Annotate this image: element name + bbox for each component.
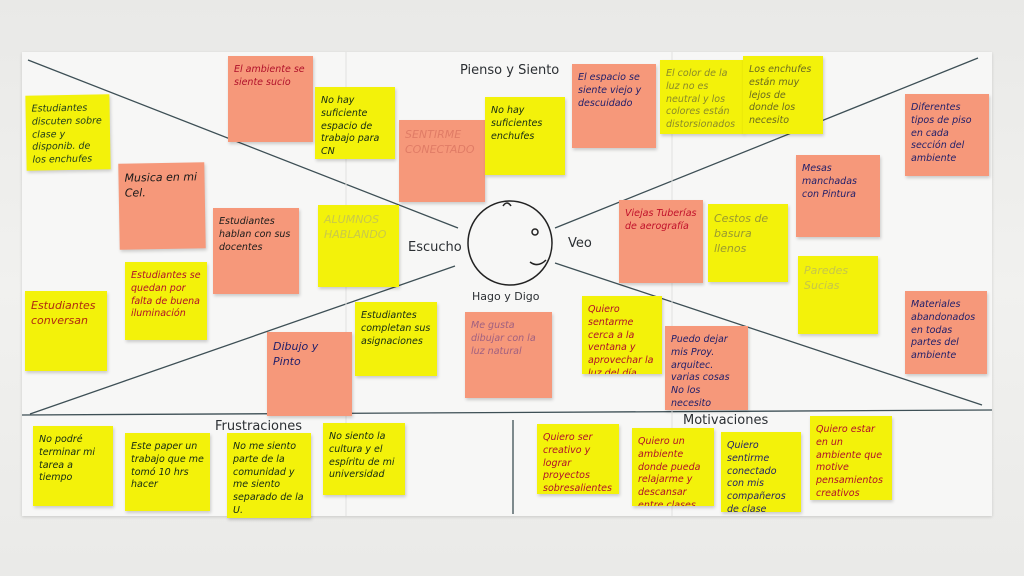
sticky-note: No siento la cultura y el espíritu de mi… <box>323 423 405 495</box>
label-frustrations: Frustraciones <box>215 419 303 434</box>
sticky-note: Estudiantes completan sus asignaciones <box>355 302 437 376</box>
sticky-note: Quiero ser creativo y lograr proyectos s… <box>537 424 619 494</box>
sticky-note: Quiero sentarme cerca a la ventana y apr… <box>582 296 662 374</box>
sticky-note: Puedo dejar mis Proy. arquitec. varias c… <box>665 326 748 410</box>
sticky-note: Estudiantes conversan <box>25 291 107 371</box>
sticky-note: Cestos de basura llenos <box>708 204 788 282</box>
diagonal-top-right <box>554 57 979 229</box>
sticky-note: Estudiantes se quedan por falta de buena… <box>125 262 207 340</box>
sticky-note: El ambiente se siente sucio <box>228 56 313 142</box>
sticky-note: Quiero sentirme conectado con mis compañ… <box>721 432 801 512</box>
sticky-note: El espacio se siente viejo y descuidado <box>572 64 656 148</box>
sticky-note: Estudiantes discuten sobre clase y dispo… <box>25 94 111 171</box>
sticky-note: Materiales abandonados en todas partes d… <box>905 291 987 374</box>
sticky-note: Quiero estar en un ambiente que motive p… <box>810 416 892 500</box>
sticky-note: Diferentes tipos de piso en cada sección… <box>905 94 989 176</box>
label-motivations: Motivaciones <box>683 413 769 428</box>
sticky-note: El color de la luz no es neutral y los c… <box>660 60 744 134</box>
sticky-note: Viejas Tuberías de aerografía <box>619 200 703 283</box>
face-icon <box>467 200 553 286</box>
diagonal-bottom-left <box>29 265 456 415</box>
sticky-note: SENTIRME CONECTADO <box>399 120 485 202</box>
sticky-note: Este paper un trabajo que me tomó 10 hrs… <box>125 433 210 511</box>
sticky-note: Mesas manchadas con Pintura <box>796 155 880 237</box>
sticky-note: ALUMNOS HABLANDO <box>318 205 399 287</box>
sticky-note: Musica en mi Cel. <box>118 162 206 250</box>
sticky-note: Paredes Sucias <box>798 256 878 334</box>
sticky-note: No podré terminar mi tarea a tiempo <box>33 426 113 506</box>
label-hear: Escucho <box>408 240 462 255</box>
section-divider-horizontal <box>21 409 993 416</box>
label-say-do: Hago y Digo <box>472 290 540 303</box>
sticky-note: No hay suficientes enchufes <box>485 97 565 175</box>
diagonal-top-left <box>27 59 459 229</box>
sticky-note: No hay suficiente espacio de trabajo par… <box>315 87 395 159</box>
sticky-note: Dibujo y Pinto <box>267 332 352 416</box>
diagonal-bottom-right <box>554 262 983 406</box>
sticky-note: Estudiantes hablan con sus docentes <box>213 208 299 294</box>
sticky-note: Los enchufes están muy lejos de donde lo… <box>743 56 823 134</box>
sticky-note: Me gusta dibujar con la luz natural <box>465 312 552 398</box>
label-see: Veo <box>568 236 592 251</box>
sticky-note: Quiero un ambiente donde pueda relajarme… <box>632 428 714 506</box>
label-think-feel: Pienso y Siento <box>460 63 560 78</box>
sticky-note: No me siento parte de la comunidad y me … <box>227 433 311 518</box>
